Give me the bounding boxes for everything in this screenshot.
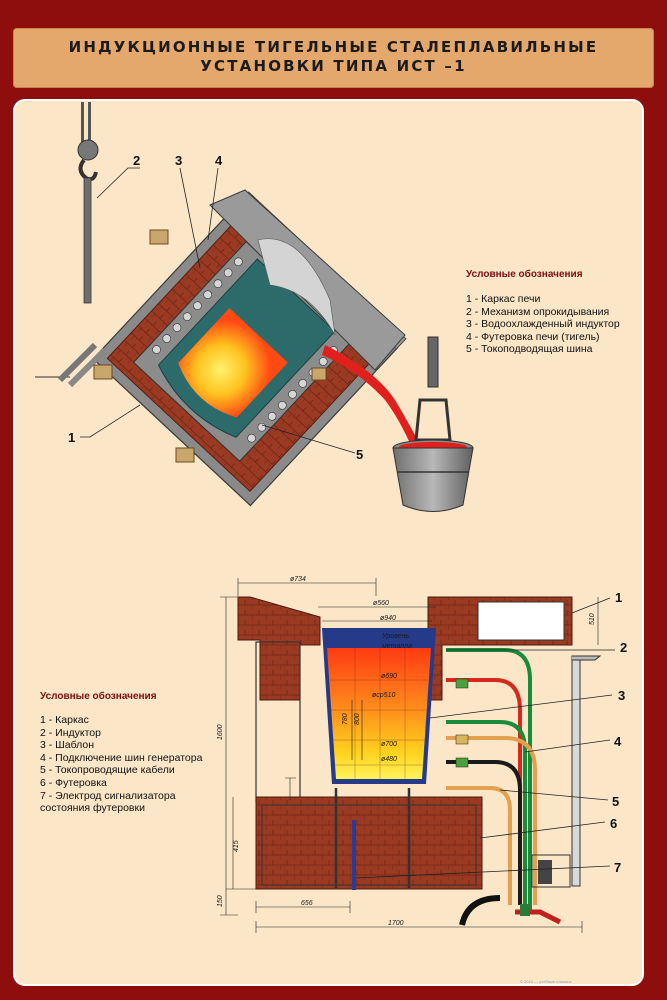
dim-480: ø480 <box>381 756 397 763</box>
title-line-1: ИНДУКЦИОННЫЕ ТИГЕЛЬНЫЕ СТАЛЕПЛАВИЛЬНЫЕ <box>68 38 599 56</box>
title-line-2: УСТАНОВКИ ТИПА ИСТ –1 <box>200 57 467 75</box>
legend-2-item: 3 - Шаблон <box>40 739 95 752</box>
legend-2-item: 1 - Каркас <box>40 714 89 726</box>
legend-2-item: состояния футеровки <box>40 802 145 815</box>
callout-d2-1: 1 <box>615 590 622 605</box>
callout-d2-3: 3 <box>618 688 625 703</box>
legend-1-item: 4 - Футеровка печи (тигель) <box>466 330 600 343</box>
pour-stream <box>322 345 420 448</box>
title-bar: ИНДУКЦИОННЫЕ ТИГЕЛЬНЫЕ СТАЛЕПЛАВИЛЬНЫЕ У… <box>13 28 654 88</box>
callout-d2-2: 2 <box>620 640 627 655</box>
left-upper-wall <box>237 596 321 701</box>
lower-base <box>255 796 483 890</box>
dim-510: 510 <box>589 613 596 625</box>
callout-d1-1: 1 <box>68 430 75 445</box>
copyright-note: © 2010 — учебные плакаты <box>520 979 572 984</box>
legend-2-title: Условные обозначения <box>40 691 157 702</box>
power-leads <box>35 229 327 463</box>
furnace-section-diagram: ø734 ø560 ø940 Уровень металла ø690 øср5… <box>217 576 627 933</box>
furnace-tilted-diagram: 2 3 4 1 5 <box>35 102 474 512</box>
callout-d2-6: 6 <box>610 816 617 831</box>
legend-diagram-2: Условные обозначения 1 - Каркас 2 - Инду… <box>40 691 202 815</box>
ladle <box>392 336 474 512</box>
tilt-rod <box>83 177 92 304</box>
legend-2-item: 5 - Токопроводящие кабели <box>40 764 175 777</box>
callout-d1-2: 2 <box>133 153 140 168</box>
dim-700: ø700 <box>381 741 397 748</box>
dim-415: 415 <box>233 840 240 852</box>
label-metal-level-1: Уровень <box>381 633 409 640</box>
dim-734: ø734 <box>290 576 306 583</box>
legend-diagram-1: Условные обозначения 1 - Каркас печи 2 -… <box>466 269 620 356</box>
legend-2-item: 4 - Подключение шин генератора <box>40 751 203 764</box>
dim-150: 150 <box>217 895 224 907</box>
legend-1-item: 1 - Каркас печи <box>466 293 541 305</box>
legend-2-item: 7 - Электрод сигнализатора <box>40 789 176 802</box>
callout-d1-5: 5 <box>356 447 363 462</box>
dim-940: ø940 <box>380 615 396 622</box>
dim-1600: 1600 <box>217 724 224 740</box>
leader-lines-1 <box>80 167 356 454</box>
anchor-bolts <box>334 788 411 888</box>
dim-560: ø560 <box>373 600 389 607</box>
coil-tubes <box>446 648 537 910</box>
dim-780: 780 <box>342 713 349 725</box>
dimension-lines <box>220 578 599 933</box>
dim-690: ø690 <box>381 673 397 680</box>
dim-1700: 1700 <box>388 920 404 927</box>
legend-1-item: 2 - Механизм опрокидывания <box>466 305 610 318</box>
legend-2-item: 2 - Индуктор <box>40 726 101 739</box>
callout-d1-3: 3 <box>175 153 182 168</box>
callout-d1-4: 4 <box>215 153 223 168</box>
leader-lines-2 <box>355 597 615 879</box>
legend-1-item: 5 - Токоподводящая шина <box>466 343 593 356</box>
callout-d2-7: 7 <box>614 860 621 875</box>
dim-cp510: øср510 <box>372 692 395 699</box>
crane-hook <box>77 102 99 182</box>
dim-800: 800 <box>354 713 361 725</box>
label-metal-level-2: металла <box>382 643 412 650</box>
legend-1-title: Условные обозначения <box>466 269 583 280</box>
dim-656: 656 <box>301 900 313 907</box>
callout-d2-4: 4 <box>614 734 622 749</box>
legend-1-item: 3 - Водоохлажденный индуктор <box>466 318 620 331</box>
legend-2-item: 6 - Футеровка <box>40 776 107 789</box>
callout-d2-5: 5 <box>612 794 619 809</box>
